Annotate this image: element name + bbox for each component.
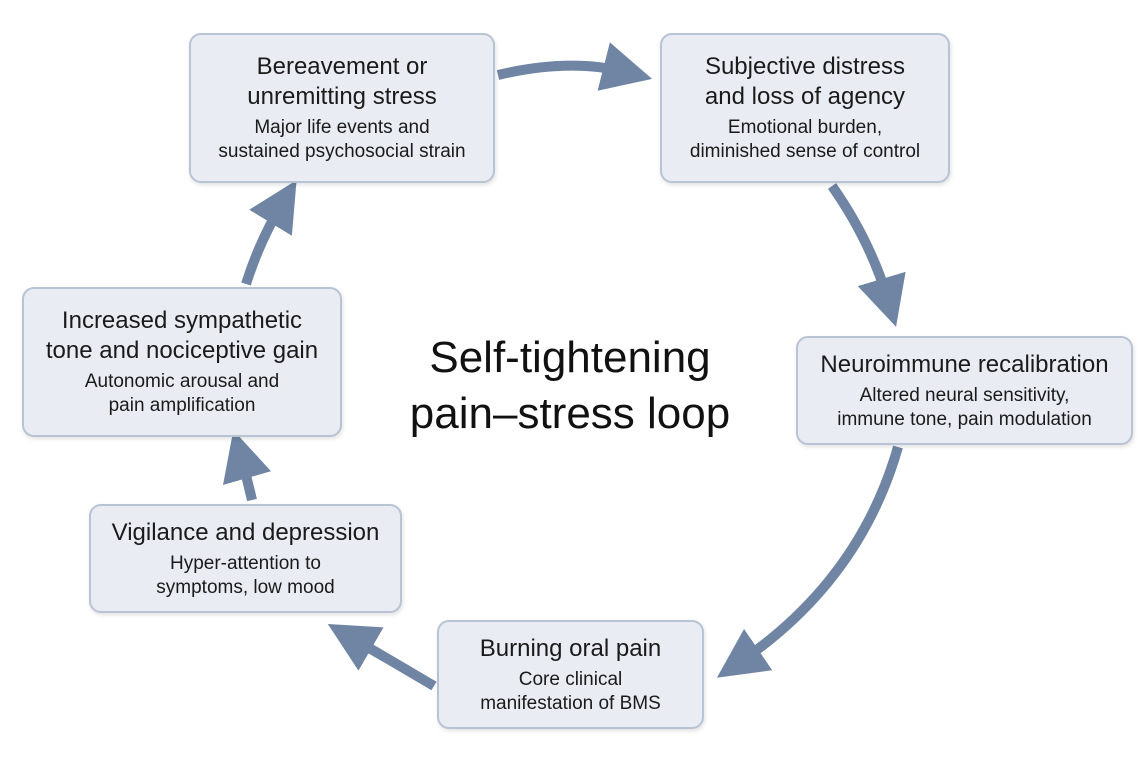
node-bereavement-stress: Bereavement or unremitting stress Major … — [189, 33, 495, 183]
node-subtitle: Major life events and sustained psychoso… — [218, 117, 466, 162]
node-subtitle: Autonomic arousal and pain amplification — [84, 371, 280, 416]
node-title: Subjective distress and loss of agency — [704, 53, 906, 110]
node-title: Neuroimmune recalibration — [820, 350, 1109, 378]
node-subtitle: Emotional burden, diminished sense of co… — [689, 117, 921, 162]
node-subtitle: Core clinical manifestation of BMS — [480, 668, 661, 714]
node-vigilance-depression: Vigilance and depression Hyper-attention… — [89, 504, 402, 613]
arrow-vigilance-to-sympathetic — [223, 430, 272, 502]
node-subtitle: Hyper-attention to symptoms, low mood — [156, 552, 335, 598]
node-subjective-distress: Subjective distress and loss of agency E… — [660, 33, 950, 183]
node-subtitle: Altered neural sensitivity, immune tone,… — [837, 384, 1092, 430]
arrow-pain-to-vigilance — [327, 623, 437, 691]
arrow-sympathetic-to-stress — [241, 180, 297, 286]
node-title: Bereavement or unremitting stress — [247, 53, 437, 110]
node-title: Vigilance and depression — [111, 518, 380, 546]
arrow-neuroimmune-to-pain — [716, 445, 903, 678]
node-sympathetic-tone: Increased sympathetic tone and nocicepti… — [22, 287, 342, 437]
node-neuroimmune-recalibration: Neuroimmune recalibration Altered neural… — [796, 336, 1133, 445]
node-title: Burning oral pain — [479, 634, 662, 662]
diagram-title: Self-tightening pain–stress loop — [409, 333, 731, 438]
arrow-stress-to-distress — [496, 42, 653, 91]
node-burning-oral-pain: Burning oral pain Core clinical manifest… — [437, 620, 704, 729]
arrow-distress-to-neuroimmune — [827, 183, 906, 327]
node-title: Increased sympathetic tone and nocicepti… — [45, 307, 319, 364]
